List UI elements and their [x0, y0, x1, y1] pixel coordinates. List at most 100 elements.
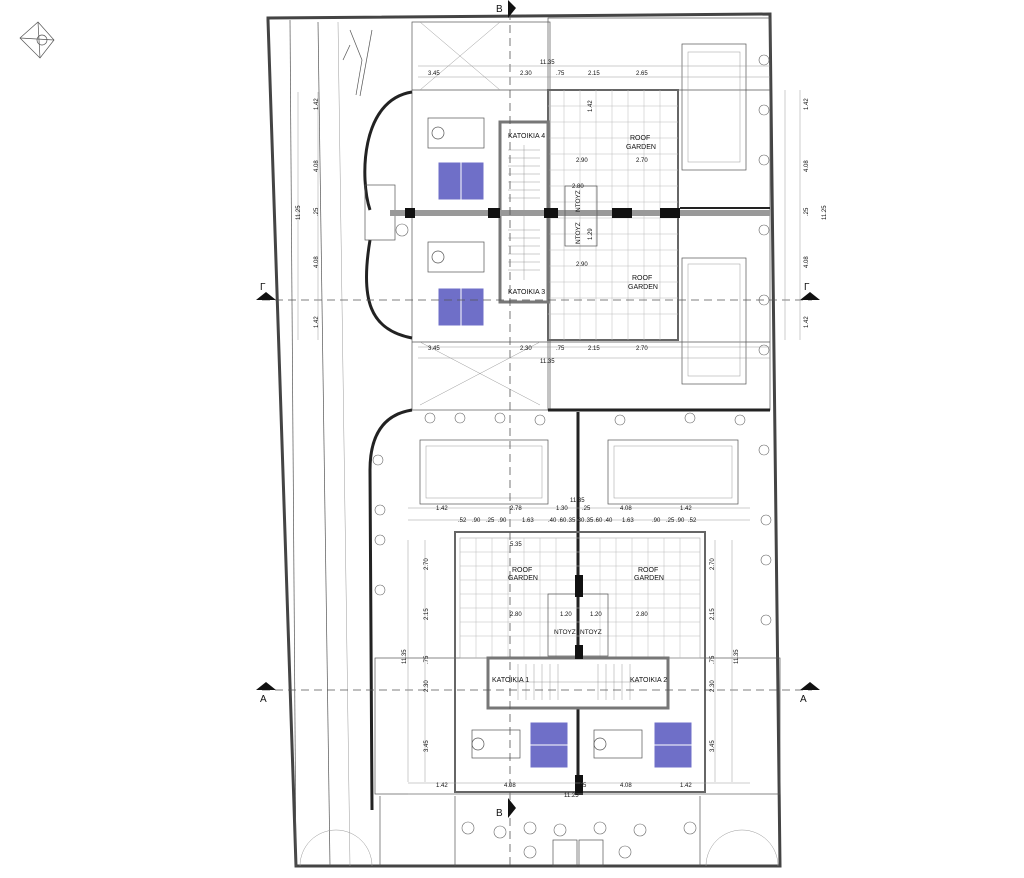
dim-mid-4: 2.15 — [588, 346, 600, 352]
room-label-katoikia-3: ΚΑΤΟΙΚΙΑ 3 — [508, 289, 545, 296]
dim-lr2-6: .40 — [548, 518, 557, 524]
marker-a-left-label: A — [260, 694, 267, 705]
dim-top-4: 2.15 — [588, 71, 600, 77]
dim-top-2: 2.30 — [520, 71, 532, 77]
marker-b-bottom-label: B — [496, 808, 503, 819]
tile-grid-lower — [460, 538, 700, 658]
lower-building — [299, 412, 781, 867]
section-lines — [262, 12, 812, 866]
marker-g-left-label: Γ — [260, 282, 266, 293]
dim-mid-total: 11.35 — [540, 359, 555, 365]
dim-lr-2: 2.15 — [710, 608, 716, 620]
dim-top-total: 11.35 — [540, 60, 555, 66]
dim-lower-6: 1.42 — [680, 506, 692, 512]
dim-lr2-11: .60 — [594, 518, 603, 524]
dim-ll-1: 2.70 — [424, 558, 430, 570]
dim-mid-3: .75 — [556, 346, 565, 352]
marker-a-right-label: A — [800, 694, 807, 705]
marker-g-right-label: Γ — [804, 282, 810, 293]
dim-mid-2: 2.30 — [520, 346, 532, 352]
dimension-lines — [297, 65, 801, 795]
dim-mid-1: 3.45 — [428, 346, 440, 352]
dim-lr2-16: .90 — [676, 518, 685, 524]
dim-inner-129: 1.29 — [588, 228, 594, 240]
dim-inner-270: 2.70 — [636, 158, 648, 164]
dim-bottom-4: 4.08 — [620, 783, 632, 789]
garden-label-upper-2: GARDEN — [628, 284, 658, 291]
dim-inner-280: 2.80 — [510, 612, 522, 618]
dim-right-1: 1.42 — [804, 98, 810, 110]
dim-bottom-5: 1.42 — [680, 783, 692, 789]
dim-inner-535: 5.35 — [510, 542, 522, 548]
dim-inner-290b: 2.90 — [576, 262, 588, 268]
stair-treads-lower — [515, 664, 640, 700]
dim-lr2-3: .25 — [486, 518, 495, 524]
dim-ll-2: 2.15 — [424, 608, 430, 620]
dim-top-3: .75 — [556, 71, 565, 77]
dim-top-5: 2.65 — [636, 71, 648, 77]
dim-lr-1: 2.70 — [710, 558, 716, 570]
dim-lr-5: 3.45 — [710, 740, 716, 752]
dim-lower-row2: .52 .90 .25 .90 1.63 .40 .60 .35 .30 .35… — [458, 518, 697, 524]
roof-label-lower-1: ROOF — [512, 567, 532, 574]
dim-ll-4: 2.30 — [424, 680, 430, 692]
dim-inner-290: 2.90 — [576, 158, 588, 164]
vegetation — [372, 54, 772, 859]
dim-lr-4: 2.30 — [710, 680, 716, 692]
dim-lr2-12: .40 — [604, 518, 613, 524]
dim-bottom-1: 1.42 — [436, 783, 448, 789]
dim-lower-4: .25 — [582, 506, 591, 512]
section-marker-a-left: A — [256, 682, 276, 705]
dim-left-4: 4.08 — [314, 256, 320, 268]
dim-right-3: .25 — [804, 207, 810, 216]
section-marker-a-right: A — [800, 682, 820, 705]
dim-bottom-total: 11.25 — [564, 793, 579, 799]
roof-label-upper-2: ROOF — [632, 275, 652, 282]
room-label-katoikia-1: ΚΑΤΟΙΚΙΑ 1 — [492, 677, 529, 684]
dim-ll-3: .75 — [424, 655, 430, 664]
dim-lr2-13: 1.63 — [622, 518, 634, 524]
dim-lr2-7: .60 — [558, 518, 567, 524]
shower-label-2: ΝΤΟΥΖ — [580, 629, 602, 636]
dim-inner-142: 1.42 — [588, 100, 594, 112]
dim-lr2-1: .52 — [458, 518, 467, 524]
dim-left-2: 4.08 — [314, 160, 320, 172]
dim-mid-5: 2.70 — [636, 346, 648, 352]
roof-label-lower-2: ROOF — [638, 567, 658, 574]
garden-label-lower-2: GARDEN — [634, 575, 664, 582]
upper-building — [363, 17, 771, 811]
shower-label-4: ΝΤΟΥΖ — [575, 222, 582, 244]
dim-right-4: 4.08 — [804, 256, 810, 268]
dim-inner-120b: 1.20 — [590, 612, 602, 618]
dim-lower-5: 4.08 — [620, 506, 632, 512]
dim-lr2-4: .90 — [498, 518, 507, 524]
roof-label-upper-1: ROOF — [630, 135, 650, 142]
dim-left-5: 1.42 — [314, 316, 320, 328]
dim-bottom-3: .25 — [578, 783, 587, 789]
dim-lr2-8: .35 — [567, 518, 576, 524]
section-marker-g-right: Γ — [800, 282, 820, 300]
dim-bottom-2: 4.08 — [504, 783, 516, 789]
dim-lr2-9: .30 — [576, 518, 585, 524]
dim-left-3: .25 — [314, 207, 320, 216]
dim-inner-280b: 2.80 — [572, 184, 584, 190]
dim-lr2-14: .90 — [652, 518, 661, 524]
dim-lr-total: 11.35 — [734, 649, 740, 664]
dim-lower-total: 11.35 — [570, 498, 585, 504]
garden-label-upper-1: GARDEN — [626, 144, 656, 151]
dim-lower-1: 1.42 — [436, 506, 448, 512]
site-boundary — [266, 12, 782, 868]
dim-right-2: 4.08 — [804, 160, 810, 172]
dim-lr2-17: .52 — [688, 518, 697, 524]
dim-ll-5: 3.45 — [424, 740, 430, 752]
north-arrow-icon — [19, 21, 55, 59]
shower-label-1: ΝΤΟΥΖ — [554, 629, 576, 636]
dim-right-total: 11.25 — [822, 205, 828, 220]
dim-lr2-5: 1.63 — [522, 518, 534, 524]
dim-lr2-15: .25 — [666, 518, 675, 524]
dim-inner-280c: 2.80 — [636, 612, 648, 618]
room-label-katoikia-2: ΚΑΤΟΙΚΙΑ 2 — [630, 677, 667, 684]
shower-label-3: ΝΤΟΥΖ — [575, 190, 582, 212]
dim-inner-120: 1.20 — [560, 612, 572, 618]
